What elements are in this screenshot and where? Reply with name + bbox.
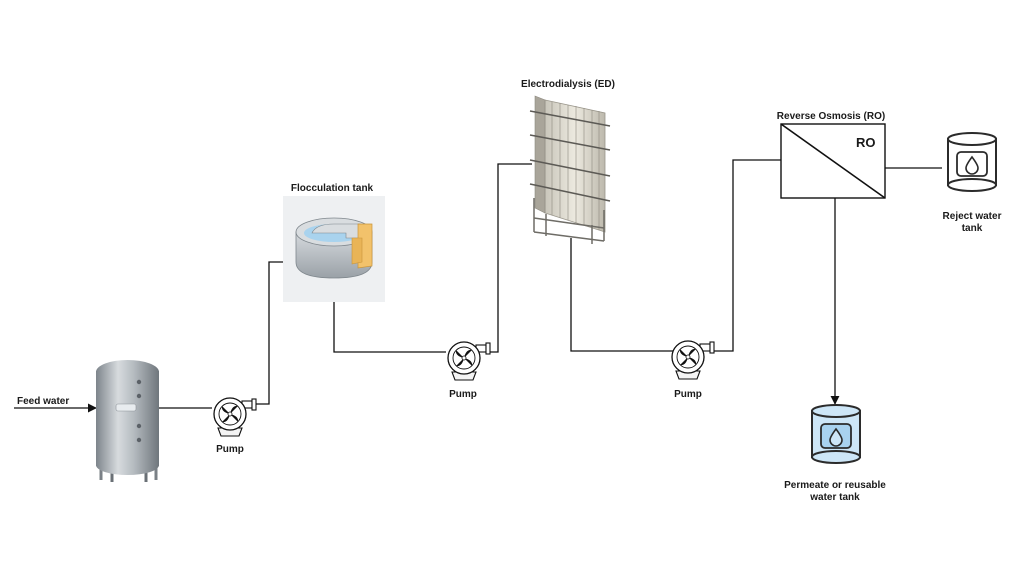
- piping: [14, 159, 942, 413]
- flocculation-tank-icon: [283, 196, 385, 302]
- reverse-osmosis-icon: [780, 123, 886, 199]
- electrodialysis-label: Electrodialysis (ED): [521, 79, 615, 90]
- pipe-pump1-to-flocculation: [256, 261, 283, 405]
- water-tank-icon: [811, 404, 861, 464]
- ro-box-label: RO: [856, 135, 876, 150]
- feed-water-label: Feed water: [17, 396, 70, 407]
- pump-2-label: Pump: [449, 389, 477, 400]
- pipe-electrodialysis-to-pump3: [570, 238, 677, 352]
- pump-3-label: Pump: [674, 389, 702, 400]
- water-tank-icon: [947, 132, 997, 192]
- reject-tank-label-line1: Reject water: [942, 211, 1002, 222]
- permeate-tank-label-line1: Permeate or reusable: [784, 480, 886, 491]
- flocculation-tank-label: Flocculation tank: [290, 183, 374, 194]
- reverse-osmosis-label: Reverse Osmosis (RO): [776, 111, 886, 122]
- permeate-tank-label-line2: water tank: [810, 492, 860, 503]
- pipe-pump3-to-ro: [713, 159, 781, 352]
- pipe-pump2-to-electrodialysis: [490, 163, 532, 353]
- reject-tank-label-line2: tank: [961, 223, 983, 234]
- pump-icon: [447, 341, 491, 381]
- pump-icon: [213, 397, 257, 437]
- pipe-flocculation-to-pump2: [333, 302, 446, 353]
- pump-icon: [671, 340, 715, 380]
- pump-1-label: Pump: [216, 444, 244, 455]
- electrodialysis-stack-icon: [529, 95, 611, 244]
- storage-vessel-icon: [96, 360, 159, 482]
